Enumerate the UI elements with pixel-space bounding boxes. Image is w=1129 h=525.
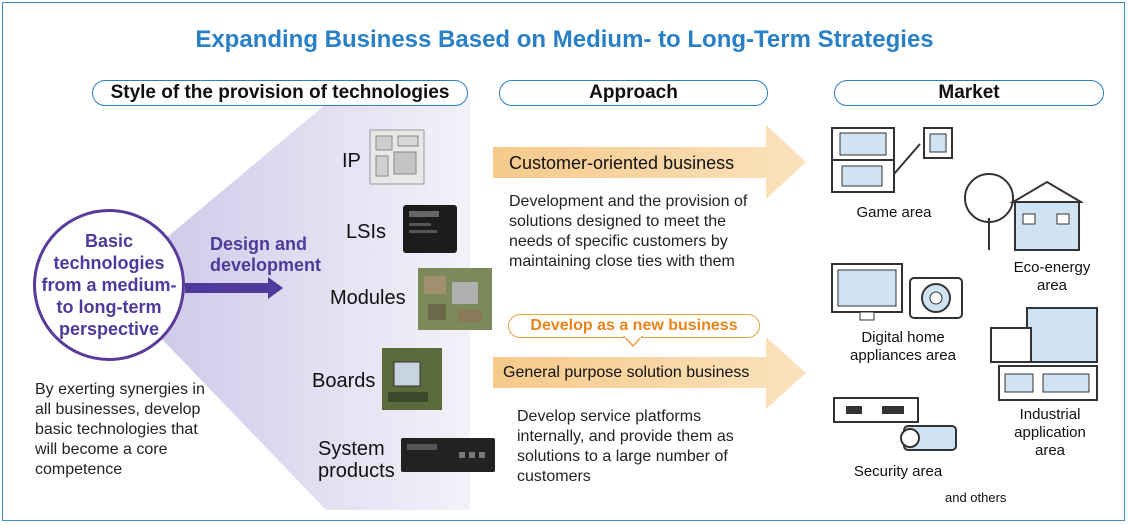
core-label: Basic technologies from a medium- to lon… xyxy=(41,231,177,339)
product-system: System products xyxy=(318,438,395,482)
ip-chip-icon xyxy=(369,129,425,185)
header-style: Style of the provision of technologies xyxy=(92,80,468,106)
fan-shape xyxy=(110,94,470,510)
market-game: Game area xyxy=(856,204,932,221)
badge-pointer xyxy=(622,336,644,348)
general-arrow xyxy=(493,337,806,409)
core-circle: Basic technologies from a medium- to lon… xyxy=(33,209,185,361)
market-industrial: Industrial application area xyxy=(1014,406,1086,459)
general-arrow-label: General purpose solution business xyxy=(503,364,750,381)
game-console-icon xyxy=(831,127,953,193)
customer-description: Development and the provision of solutio… xyxy=(509,193,748,270)
security-camera-icon xyxy=(833,397,957,451)
market-digital-home: Digital home appliances area xyxy=(850,329,956,364)
product-modules: Modules xyxy=(330,287,406,309)
market-security: Security area xyxy=(853,463,943,480)
market-eco: Eco-energy area xyxy=(1013,259,1091,294)
design-label: Design and development xyxy=(210,234,322,275)
general-description: Develop service platforms internally, an… xyxy=(517,408,734,485)
eco-building-icon xyxy=(964,173,1083,251)
header-approach: Approach xyxy=(499,80,768,106)
product-lsis: LSIs xyxy=(346,221,387,243)
market-others: and others xyxy=(945,490,1007,505)
home-appliance-icon xyxy=(831,263,963,321)
core-note: By exerting synergies in all businesses,… xyxy=(35,381,205,478)
lsi-chip-icon xyxy=(403,205,457,253)
product-ip: IP xyxy=(342,150,361,172)
design-arrow xyxy=(185,277,283,299)
product-boards: Boards xyxy=(312,370,376,392)
header-market: Market xyxy=(834,80,1104,106)
diagram-title: Expanding Business Based on Medium- to L… xyxy=(195,26,934,53)
industrial-building-icon xyxy=(990,307,1098,401)
customer-arrow xyxy=(493,125,806,199)
board-icon xyxy=(382,348,442,410)
new-business-badge: Develop as a new business xyxy=(508,314,760,338)
module-board-icon xyxy=(418,268,492,330)
system-product-icon xyxy=(401,438,495,472)
customer-arrow-label: Customer-oriented business xyxy=(509,153,735,173)
